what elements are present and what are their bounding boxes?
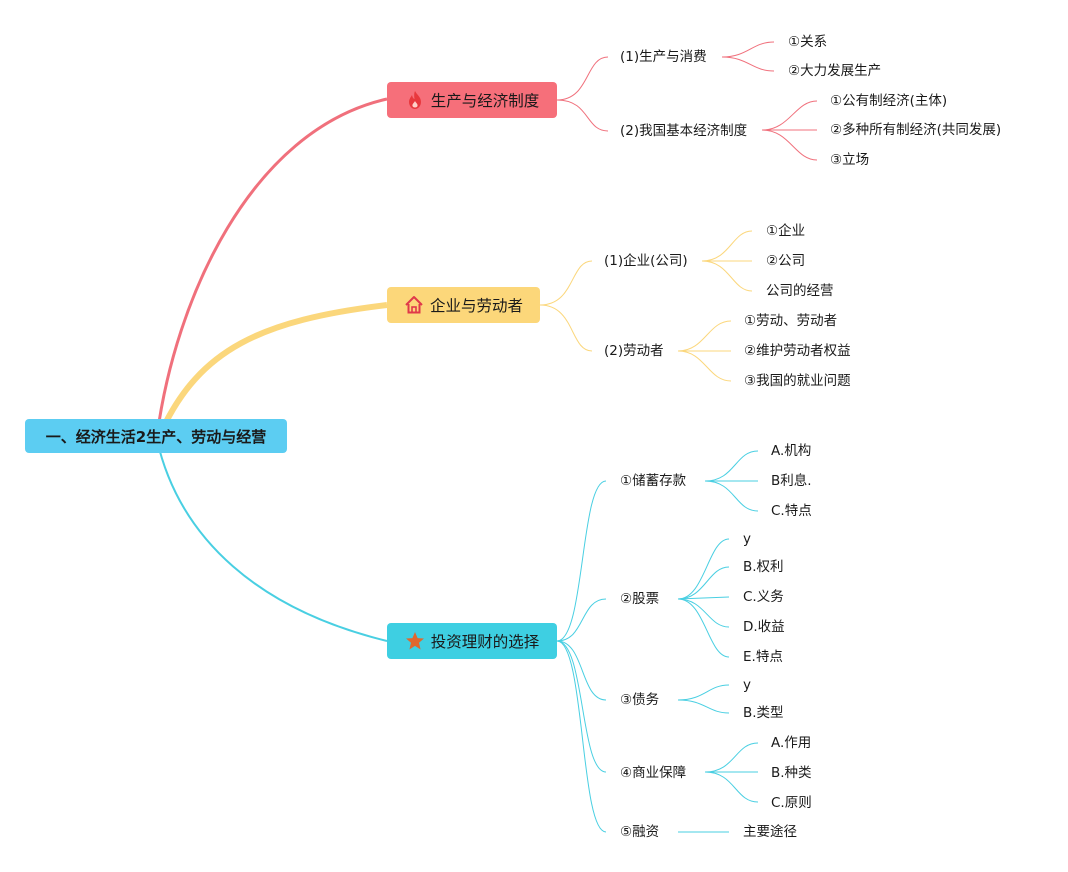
topic-financing[interactable]: ⑤融资 [620,824,660,840]
leaf-item[interactable]: ③我国的就业问题 [744,373,851,389]
root-node[interactable]: 一、经济生活2生产、劳动与经营 [25,419,287,453]
connector-root-branch1 [155,97,388,437]
topic-stocks[interactable]: ②股票 [620,591,660,607]
leaf-item[interactable]: ②公司 [766,253,806,269]
topic-debts[interactable]: ③债务 [620,692,660,708]
branch-label: 生产与经济制度 [430,92,540,110]
leaf-item[interactable]: D.收益 [743,619,785,635]
branch1-connectors [556,41,818,161]
branch-label: 企业与劳动者 [429,297,523,315]
connector-root-branch3 [156,439,388,642]
leaf-item[interactable]: C.原则 [771,795,812,811]
leaf-item[interactable]: 公司的经营 [766,283,834,299]
leaf-item[interactable]: ③立场 [830,152,870,168]
topic-savings-deposit[interactable]: ①储蓄存款 [620,473,687,489]
leaf-item[interactable]: C.特点 [771,503,812,519]
topic-enterprise-company[interactable]: (1)企业(公司) [604,253,688,269]
leaf-item[interactable]: B.种类 [771,765,812,781]
branch-investment-choices[interactable]: 投资理财的选择 [387,623,557,659]
leaf-item[interactable]: y [743,677,751,693]
connector-root-branch2 [159,302,388,432]
branch3-connectors [556,450,759,833]
leaf-item[interactable]: y [743,531,751,547]
leaf-item[interactable]: ②大力发展生产 [788,63,882,79]
star-icon [405,632,424,650]
topic-production-consumption[interactable]: (1)生产与消费 [620,49,707,65]
topic-laborers[interactable]: (2)劳动者 [604,343,664,359]
root-label: 一、经济生活2生产、劳动与经营 [45,427,267,446]
leaf-item[interactable]: B.类型 [743,705,784,721]
house-icon [405,296,423,314]
leaf-item[interactable]: A.作用 [771,735,812,751]
leaf-item[interactable]: B.权利 [743,559,784,575]
leaf-item[interactable]: ①劳动、劳动者 [744,313,838,329]
leaf-item[interactable]: C.义务 [743,589,784,605]
topic-commercial-insurance[interactable]: ④商业保障 [620,765,687,781]
leaf-item[interactable]: ①关系 [788,34,828,50]
leaf-item[interactable]: ①企业 [766,223,806,239]
leaf-item[interactable]: E.特点 [743,649,783,665]
leaf-item[interactable]: A.机构 [771,443,812,459]
topic-basic-economic-system[interactable]: (2)我国基本经济制度 [620,123,748,139]
branch2-connectors [539,230,753,382]
leaf-item[interactable]: B利息. [771,473,812,489]
leaf-item[interactable]: ①公有制经济(主体) [830,93,948,109]
branch-label: 投资理财的选择 [430,633,540,651]
fire-icon [408,91,421,109]
leaf-item[interactable]: ②维护劳动者权益 [744,343,851,359]
leaf-item[interactable]: ②多种所有制经济(共同发展) [830,122,1002,138]
branch-production-economic-system[interactable]: 生产与经济制度 [387,82,557,118]
branch-enterprise-laborers[interactable]: 企业与劳动者 [387,287,540,323]
leaf-item[interactable]: 主要途径 [743,824,797,840]
